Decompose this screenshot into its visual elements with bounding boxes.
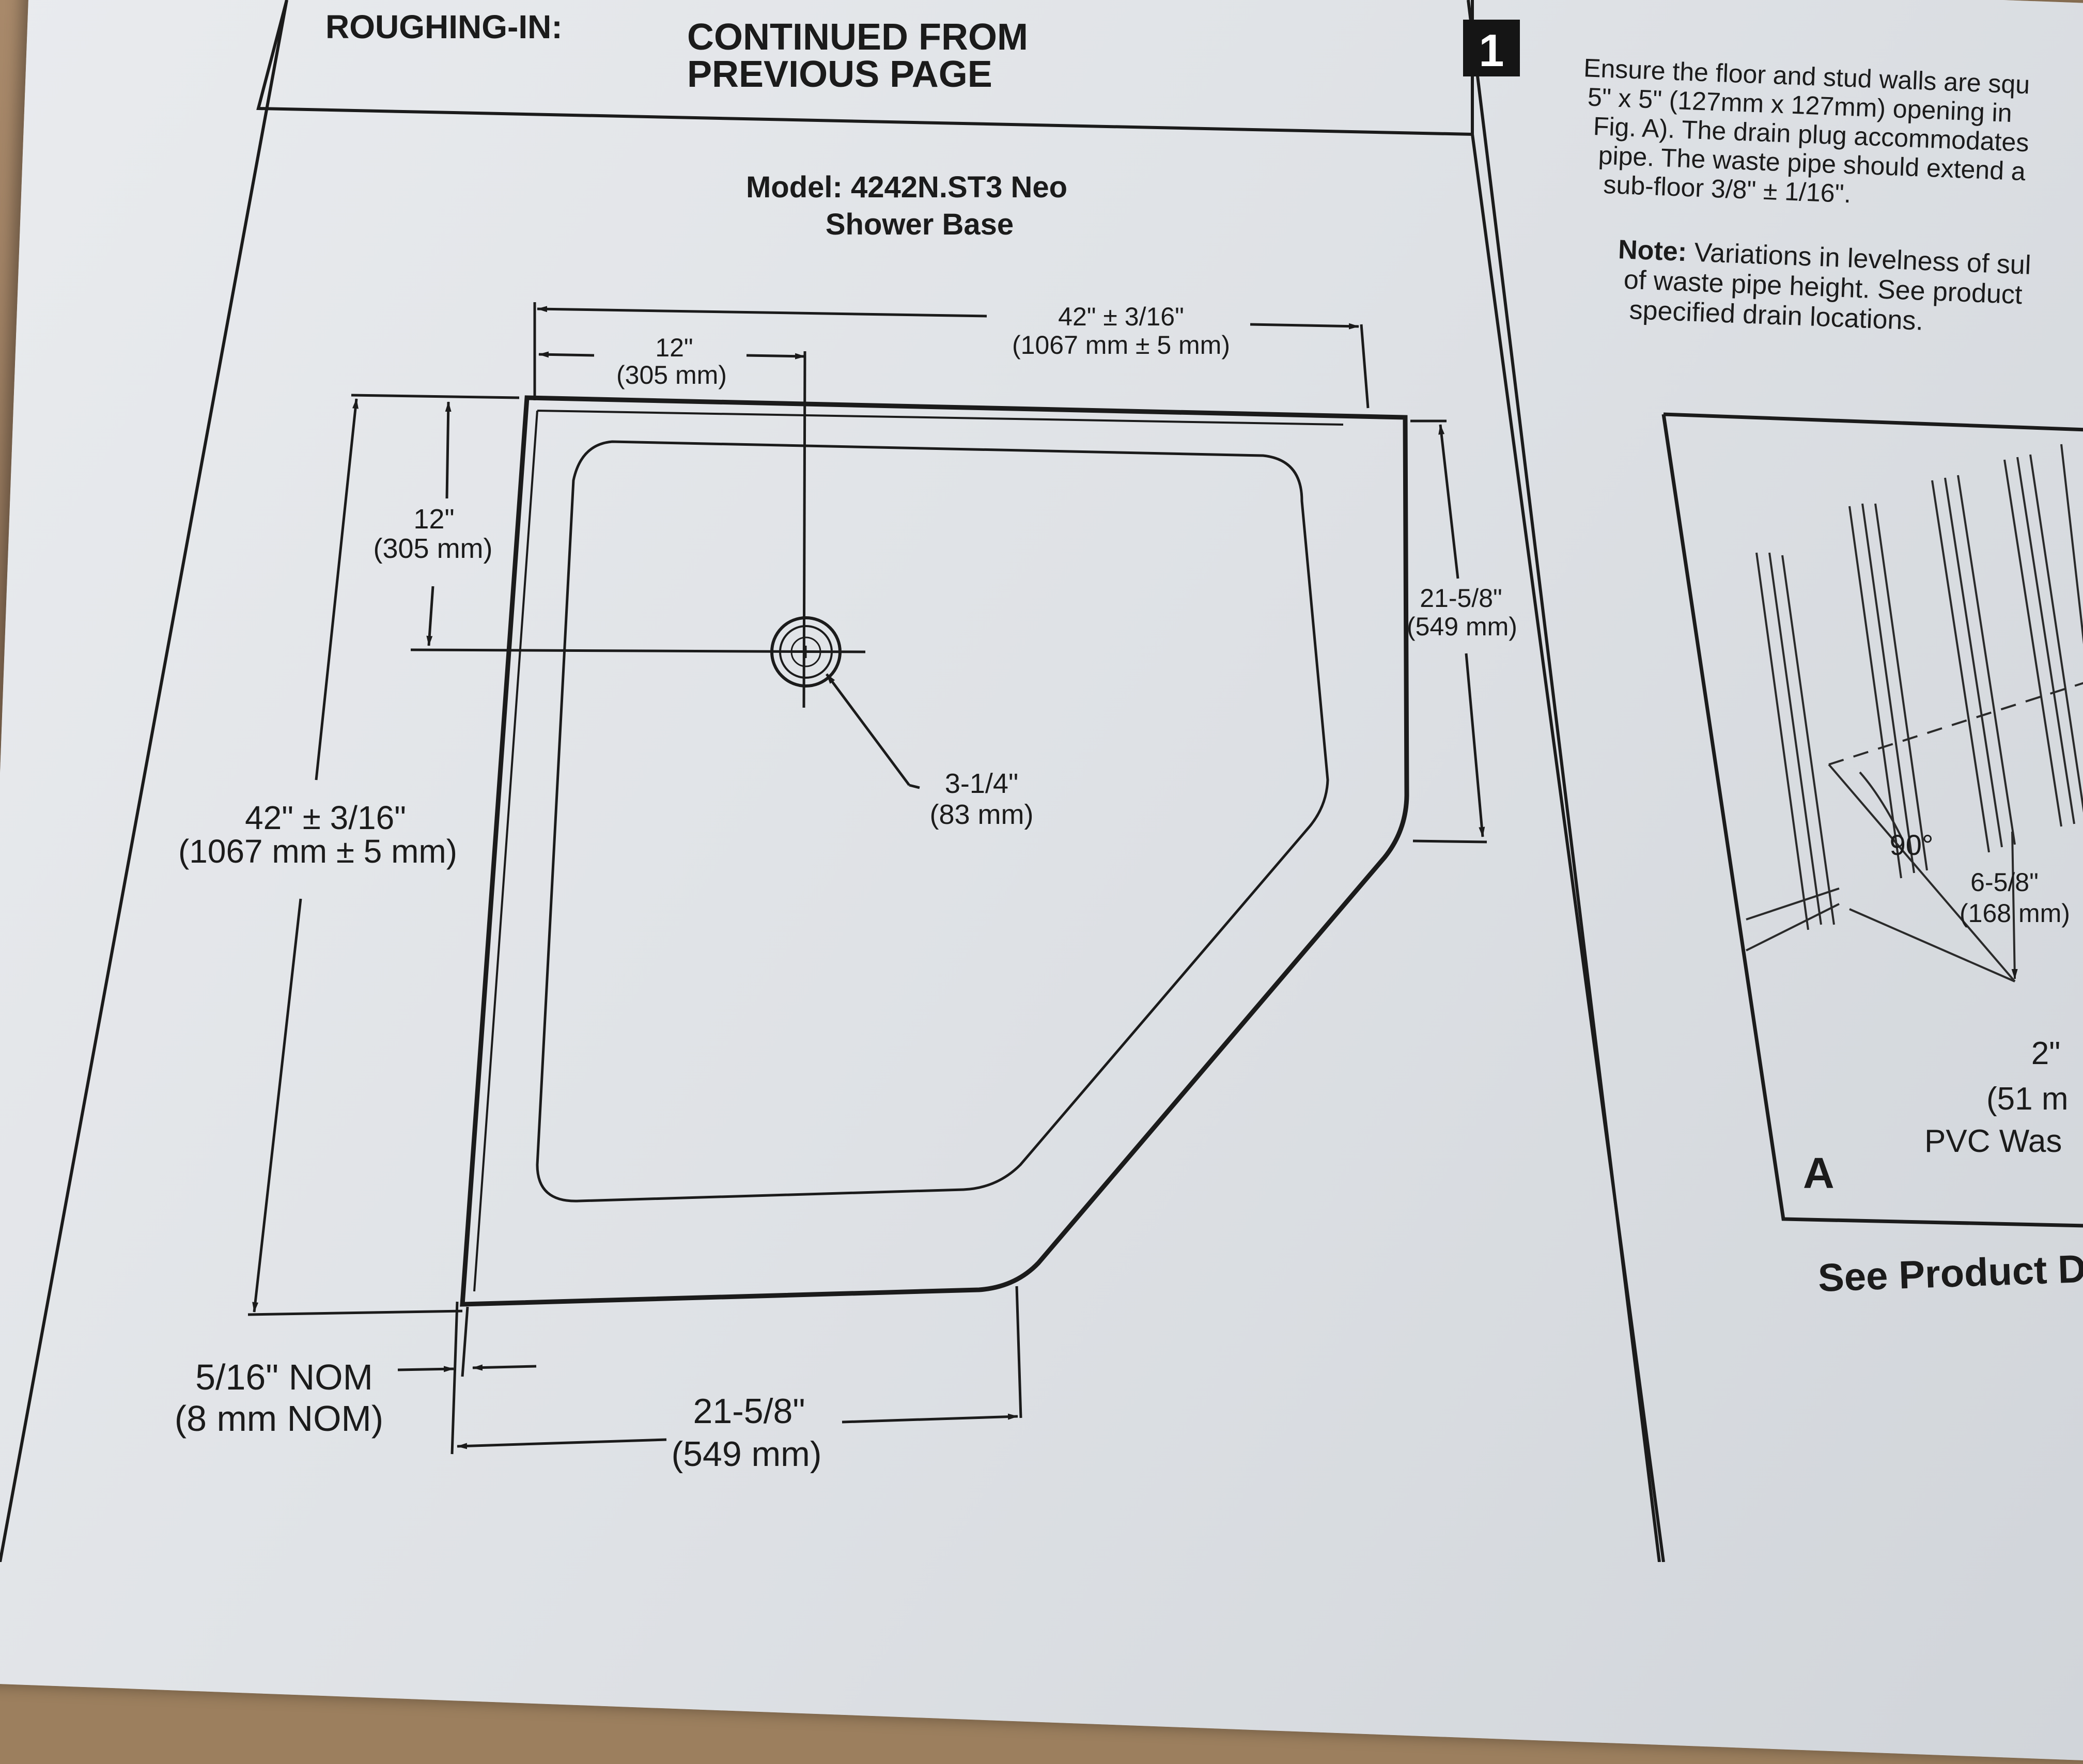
dim-left-height-mm: (1067 mm ± 5 mm) xyxy=(178,833,457,870)
dim-right-side-mm: (549 mm) xyxy=(1407,612,1517,641)
base-inner-line xyxy=(473,410,1344,1292)
dim-right-side: 21-5/8" xyxy=(1420,584,1502,613)
dim-drain-top: 12" xyxy=(413,504,454,535)
header-previous-page: PREVIOUS PAGE xyxy=(687,54,992,95)
instruction-page: ROUGHING-IN: CONTINUED FROM PREVIOUS PAG… xyxy=(0,0,2083,1562)
step-1-instructions: 1 Ensure the floor and stud walls are sq… xyxy=(1463,20,2031,336)
dim-flange-mm: (8 mm NOM) xyxy=(175,1398,383,1439)
step-number: 1 xyxy=(1479,25,1504,76)
shower-base-drawing xyxy=(460,395,1409,1307)
figure-a-frame xyxy=(1661,412,2083,1228)
dim-flange: 5/16" NOM xyxy=(195,1357,373,1397)
dim-drain-left: 12" xyxy=(655,333,693,362)
dim-drain-top-mm: (305 mm) xyxy=(373,533,492,564)
dim-bottom-side: 21-5/8" xyxy=(693,1392,805,1431)
stud-wall-drawing xyxy=(1746,444,2083,982)
dim-drain-diameter-mm: (83 mm) xyxy=(930,799,1034,830)
header-roughing-in: ROUGHING-IN: xyxy=(325,8,563,45)
fig-a-dim2: 2" xyxy=(2031,1036,2061,1071)
fig-a-footer: See Product D xyxy=(1817,1247,2083,1300)
dimension-lines xyxy=(247,302,1487,1455)
angle-label: 90° xyxy=(1890,829,1934,861)
dim-top-width-mm: (1067 mm ± 5 mm) xyxy=(1012,331,1230,360)
dimension-labels: 42" ± 3/16" (1067 mm ± 5 mm) 12" (305 mm… xyxy=(175,302,1517,1474)
fig-a-dim1-mm: (168 mm) xyxy=(1960,899,2070,928)
header-continued: CONTINUED FROM xyxy=(687,17,1028,58)
figure-a: 90° 6-5/8" (168 mm) 2" (51 m PVC Was A S… xyxy=(1661,412,2083,1300)
fig-a-letter: A xyxy=(1803,1149,1835,1197)
dim-left-height: 42" ± 3/16" xyxy=(245,799,406,836)
pan-inner-outline xyxy=(536,440,1329,1203)
dim-drain-diameter: 3-1/4" xyxy=(945,768,1018,799)
fig-a-pipe-label: PVC Was xyxy=(1924,1123,2062,1159)
base-outer-outline xyxy=(460,395,1409,1307)
dim-top-width: 42" ± 3/16" xyxy=(1058,302,1184,331)
step-number-badge xyxy=(1463,20,1520,76)
model-title: Model: 4242N.ST3 Neo xyxy=(746,170,1067,204)
dim-drain-left-mm: (305 mm) xyxy=(616,361,727,389)
fig-a-dim2-mm: (51 m xyxy=(1986,1081,2068,1117)
model-subtitle: Shower Base xyxy=(826,208,1014,241)
dim-bottom-side-mm: (549 mm) xyxy=(672,1434,822,1474)
section-header: ROUGHING-IN: CONTINUED FROM PREVIOUS PAG… xyxy=(325,8,1028,95)
fig-a-dim1: 6-5/8" xyxy=(1970,868,2039,897)
